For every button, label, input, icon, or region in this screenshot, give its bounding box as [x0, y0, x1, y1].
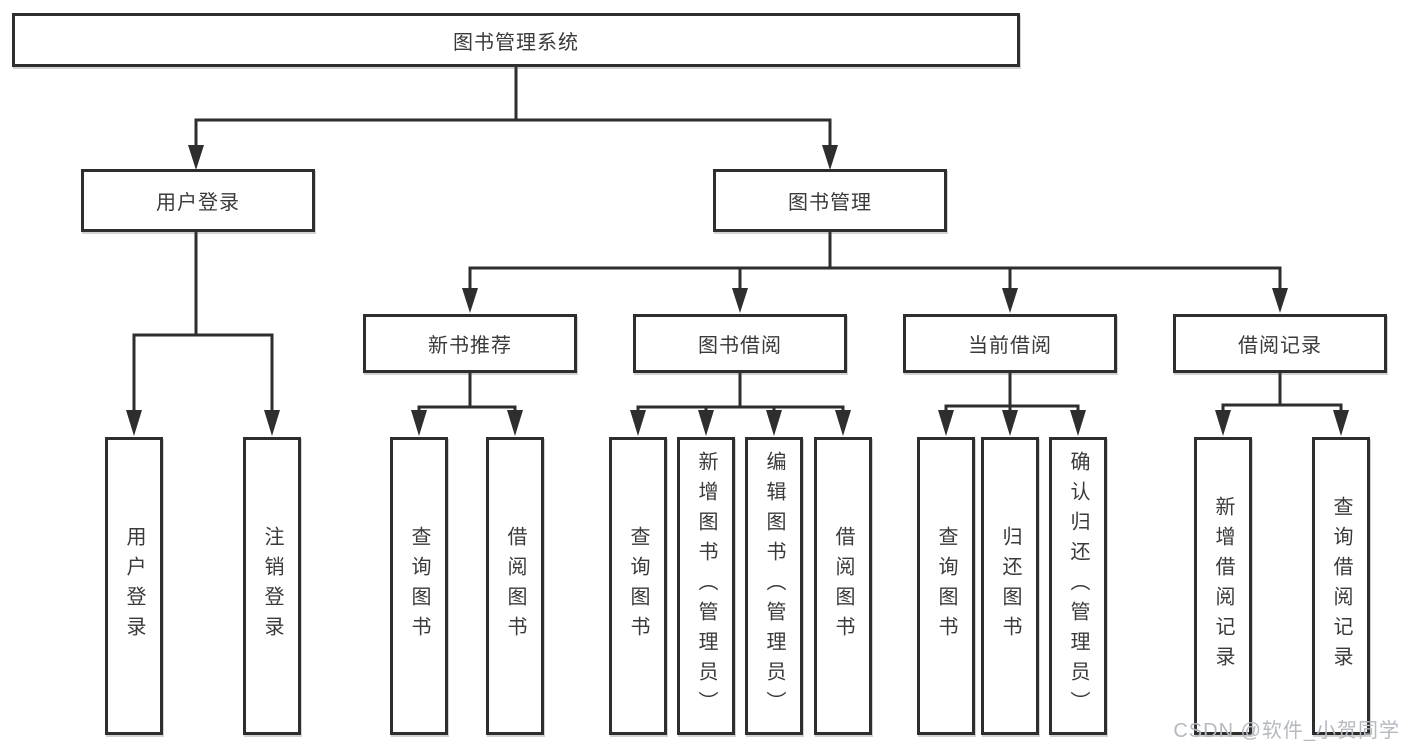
- leaf-borrowing-borrow-books: 借阅图书: [814, 437, 872, 735]
- leaf-borrowing-query-books: 查询图书: [609, 437, 667, 735]
- node-user-login: 用户登录: [81, 169, 315, 232]
- leaf-logout: 注销登录: [243, 437, 301, 735]
- node-new-book-recommendation: 新书推荐: [363, 314, 577, 373]
- leaf-borrowing-add-books-admin: 新增图书（管理员）: [677, 437, 735, 735]
- leaf-current-return-books: 归还图书: [981, 437, 1039, 735]
- csdn-watermark: CSDN @软件_小贺同学: [1173, 720, 1400, 742]
- leaf-records-add-borrow-record: 新增借阅记录: [1194, 437, 1252, 735]
- node-book-management: 图书管理: [713, 169, 947, 232]
- leaf-records-query-borrow-record: 查询借阅记录: [1312, 437, 1370, 735]
- node-book-borrowing: 图书借阅: [633, 314, 847, 373]
- leaf-user-login: 用户登录: [105, 437, 163, 735]
- node-library-management-system: 图书管理系统: [12, 13, 1020, 67]
- leaf-borrowing-edit-books-admin: 编辑图书（管理员）: [745, 437, 803, 735]
- leaf-recommend-borrow-books: 借阅图书: [486, 437, 544, 735]
- leaf-current-query-books: 查询图书: [917, 437, 975, 735]
- leaf-current-confirm-return-admin: 确认归还（管理员）: [1049, 437, 1107, 735]
- arrowhead-icons: [126, 145, 1349, 436]
- node-borrow-records: 借阅记录: [1173, 314, 1387, 373]
- leaf-recommend-query-books: 查询图书: [390, 437, 448, 735]
- node-current-borrowing: 当前借阅: [903, 314, 1117, 373]
